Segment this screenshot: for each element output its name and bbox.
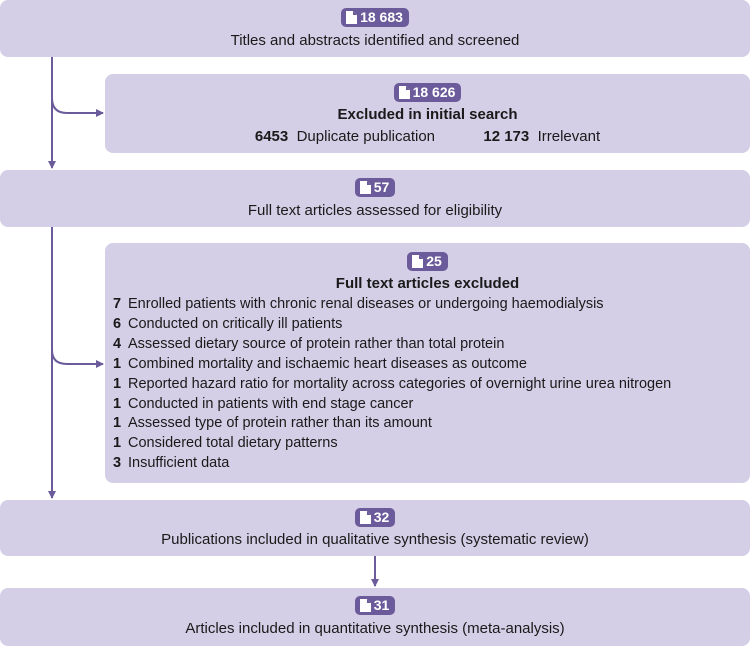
exclusion-reason: 7 Enrolled patients with chronic renal di… bbox=[113, 295, 671, 315]
excluded-initial-title: Excluded in initial search bbox=[337, 106, 518, 123]
quantitative-label: Articles included in quantitative synthe… bbox=[185, 620, 565, 637]
fulltext-excluded-count: 25 bbox=[426, 253, 442, 269]
reason-count: 4 bbox=[113, 335, 122, 352]
excluded-initial-count: 18 626 bbox=[412, 84, 456, 100]
box-qualitative: 32 Publications included in qualitative … bbox=[0, 500, 750, 556]
reason-label: Assessed dietary source of protein rathe… bbox=[128, 335, 505, 352]
exclusion-reason: 1 Combined mortality and ischaemic heart … bbox=[113, 355, 671, 375]
fulltext-excluded-title: Full text articles excluded bbox=[335, 275, 520, 292]
reason-count: 1 bbox=[113, 435, 122, 452]
box-identified: 18 683 Titles and abstracts identified a… bbox=[0, 0, 750, 57]
box-quantitative: 31 Articles included in quantitative syn… bbox=[0, 588, 750, 646]
assessed-count: 57 bbox=[373, 179, 390, 195]
exclusion-label: Duplicate publication bbox=[296, 128, 436, 145]
count-badge: 57 bbox=[354, 178, 396, 197]
count-badge: 25 bbox=[407, 252, 448, 271]
box-fulltext-excluded: 25 Full text articles excluded 7 Enrolled… bbox=[105, 243, 750, 483]
exclusion-reason: 1 Conducted in patients with end stage ca… bbox=[113, 395, 671, 415]
count-badge: 18 626 bbox=[393, 83, 462, 102]
reason-label: Assessed type of protein rather than its… bbox=[128, 415, 432, 432]
reason-label: Insufficient data bbox=[128, 455, 230, 472]
document-icon bbox=[359, 511, 371, 524]
reason-count: 7 bbox=[113, 296, 122, 312]
qualitative-count: 32 bbox=[373, 509, 390, 525]
box-excluded-initial: 18 626 Excluded in initial search 6453 D… bbox=[105, 74, 750, 153]
reason-label: Combined mortality and ischaemic heart d… bbox=[128, 355, 527, 372]
reason-count: 1 bbox=[113, 415, 122, 432]
exclusion-count: 6453 bbox=[254, 128, 289, 145]
exclusion-reason: 4 Assessed dietary source of protein rath… bbox=[113, 335, 671, 355]
assessed-label: Full text articles assessed for eligibil… bbox=[247, 202, 503, 219]
count-badge: 31 bbox=[354, 596, 396, 615]
count-badge: 18 683 bbox=[341, 8, 409, 27]
reason-count: 6 bbox=[113, 315, 122, 332]
arrow-identified-to-excluded bbox=[51, 97, 104, 117]
quantitative-count: 31 bbox=[373, 597, 390, 613]
reason-label: Enrolled patients with chronic renal dis… bbox=[128, 296, 604, 312]
reason-label: Conducted on critically ill patients bbox=[128, 315, 343, 332]
identified-label: Titles and abstracts identified and scre… bbox=[230, 32, 520, 49]
box-assessed: 57 Full text articles assessed for eligi… bbox=[0, 170, 750, 227]
exclusion-reason: 1 Assessed type of protein rather than it… bbox=[113, 414, 671, 434]
count-badge: 32 bbox=[354, 508, 396, 527]
exclusion-reason: 3 Insufficient data bbox=[113, 454, 671, 474]
reason-label: Conducted in patients with end stage can… bbox=[128, 395, 414, 412]
exclusion-reason: 1 Considered total dietary patterns bbox=[113, 434, 671, 454]
reason-label: Considered total dietary patterns bbox=[128, 435, 338, 452]
reason-label: Reported hazard ratio for mortality acro… bbox=[128, 375, 672, 392]
qualitative-label: Publications included in qualitative syn… bbox=[161, 531, 589, 548]
document-icon bbox=[398, 86, 410, 99]
exclusion-reason: 6 Conducted on critically ill patients bbox=[113, 315, 671, 335]
reason-count: 1 bbox=[113, 395, 122, 412]
document-icon bbox=[346, 11, 358, 24]
reason-count: 3 bbox=[113, 455, 122, 472]
exclusion-label: Irrelevant bbox=[537, 128, 601, 145]
document-icon bbox=[412, 255, 424, 268]
document-icon bbox=[359, 181, 371, 194]
exclusion-count: 12 173 bbox=[483, 128, 530, 145]
exclusion-item: 6453 Duplicate publication bbox=[255, 128, 439, 145]
document-icon bbox=[359, 599, 371, 612]
exclusion-reason: 1 Reported hazard ratio for mortality acr… bbox=[113, 375, 671, 395]
arrow-assessed-to-fulltext-excluded bbox=[51, 349, 104, 368]
reason-count: 1 bbox=[113, 375, 122, 392]
exclusion-item: 12 173 Irrelevant bbox=[483, 128, 600, 145]
exclusion-reasons-list: 7 Enrolled patients with chronic renal di… bbox=[113, 295, 671, 474]
reason-count: 1 bbox=[113, 355, 122, 372]
identified-count: 18 683 bbox=[360, 9, 403, 25]
